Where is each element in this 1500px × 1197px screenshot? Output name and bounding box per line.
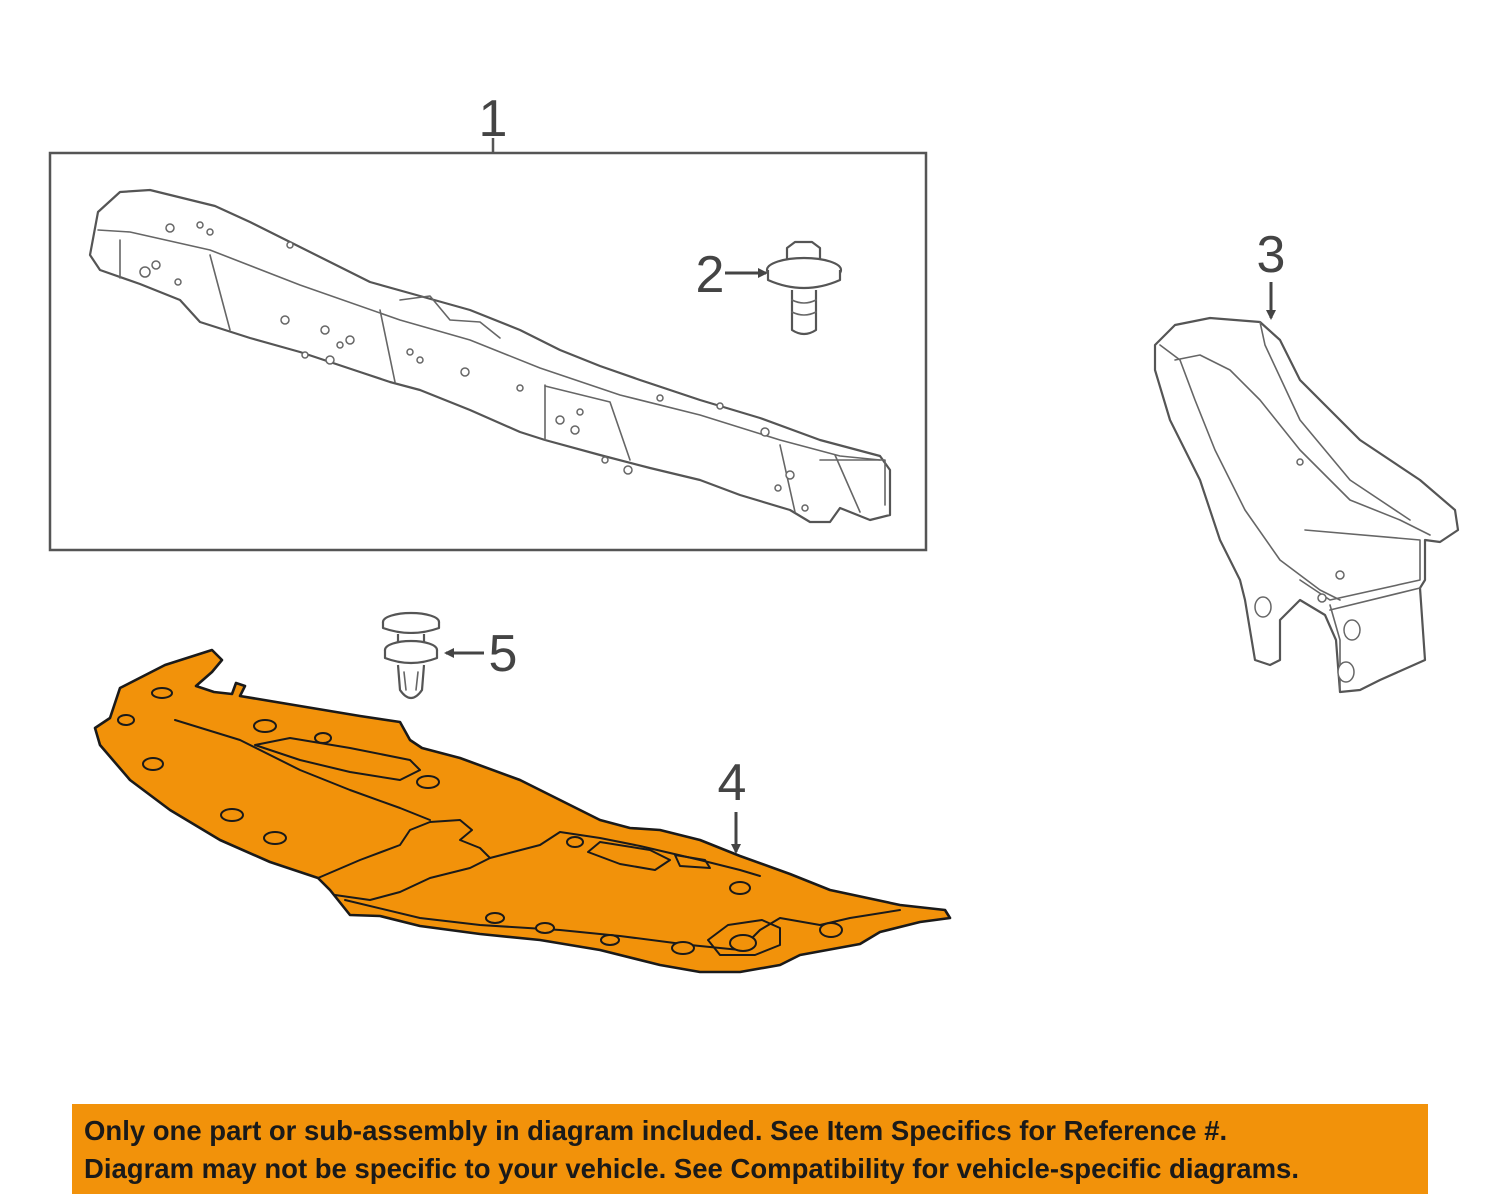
- disclaimer-banner: Only one part or sub-assembly in diagram…: [72, 1104, 1428, 1194]
- bracket: [1153, 316, 1460, 694]
- disclaimer-line-2: Diagram may not be specific to your vehi…: [84, 1153, 1299, 1184]
- bolt: [765, 240, 843, 336]
- callout-3: 3: [1257, 226, 1286, 284]
- callout-5: 5: [489, 625, 518, 683]
- part1-frame: [48, 151, 928, 552]
- push-clip: [381, 611, 441, 700]
- callout-4: 4: [718, 754, 747, 812]
- callout-1: 1: [479, 90, 508, 148]
- radiator-cover: [93, 648, 952, 974]
- radiator-support-beam: [88, 188, 892, 524]
- disclaimer-line-1: Only one part or sub-assembly in diagram…: [84, 1115, 1228, 1146]
- callout-2: 2: [696, 246, 725, 304]
